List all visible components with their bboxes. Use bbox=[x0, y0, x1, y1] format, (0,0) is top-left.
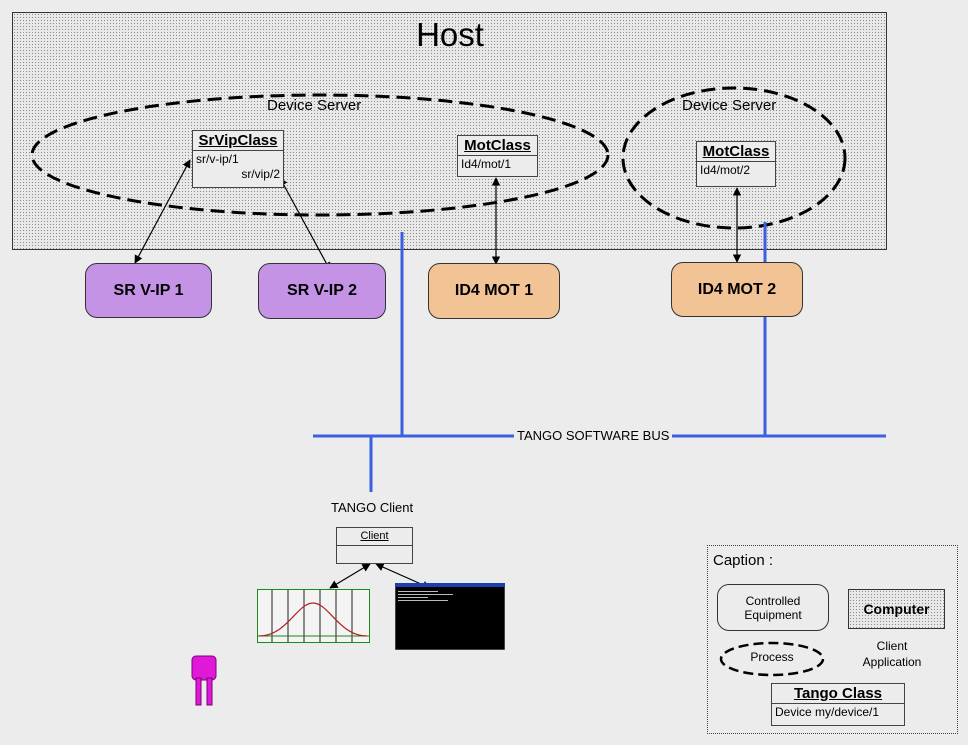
class-name: SrVipClass bbox=[193, 131, 283, 151]
caption-tango-class-box: Tango Class Device my/device/1 bbox=[771, 683, 905, 726]
equipment-sr-vip-2: SR V-IP 2 bbox=[258, 263, 386, 319]
gaussian-plot-icon bbox=[257, 589, 370, 643]
device-name: Id4/mot/1 bbox=[461, 157, 512, 171]
caption-device: Device my/device/1 bbox=[775, 705, 880, 719]
bus-label: TANGO SOFTWARE BUS bbox=[514, 428, 673, 443]
caption-tango-class: Tango Class bbox=[772, 684, 904, 704]
arrow-srvip2 bbox=[279, 177, 331, 271]
caption-process-ellipse bbox=[719, 641, 825, 677]
equipment-id4-mot-1: ID4 MOT 1 bbox=[428, 263, 560, 319]
class-name: MotClass bbox=[697, 142, 775, 162]
person-icon bbox=[191, 655, 217, 706]
class-box-srvip: SrVipClass sr/v-ip/1 sr/vip/2 bbox=[192, 130, 284, 188]
caption-computer: Computer bbox=[848, 589, 945, 629]
client-class-box: Client bbox=[336, 527, 413, 564]
arrow-srvip1 bbox=[134, 159, 191, 264]
caption-controlled-equipment: Controlled Equipment bbox=[717, 584, 829, 631]
class-box-mot1: MotClass Id4/mot/1 bbox=[457, 135, 538, 177]
equipment-id4-mot-2: ID4 MOT 2 bbox=[671, 262, 803, 317]
device-name: sr/vip/2 bbox=[241, 167, 280, 181]
device-name: sr/v-ip/1 bbox=[196, 152, 239, 166]
device-server-ellipse-2 bbox=[621, 86, 847, 230]
device-name: Id4/mot/2 bbox=[700, 163, 751, 177]
equipment-sr-vip-1: SR V-IP 1 bbox=[85, 263, 212, 318]
class-name: MotClass bbox=[458, 136, 537, 156]
caption-box bbox=[707, 545, 958, 734]
class-box-mot2: MotClass Id4/mot/2 bbox=[696, 141, 776, 187]
caption-client-application: Client Application bbox=[862, 639, 922, 669]
caption-process: Process bbox=[750, 650, 794, 664]
caption-title: Caption : bbox=[713, 552, 774, 569]
device-server-label-1: Device Server bbox=[267, 97, 362, 114]
arrow-client-plot bbox=[329, 563, 371, 589]
client-class-name: Client bbox=[337, 528, 412, 546]
host-title: Host bbox=[416, 16, 484, 53]
terminal-icon bbox=[395, 583, 505, 650]
device-server-label-2: Device Server bbox=[682, 97, 777, 114]
client-title: TANGO Client bbox=[331, 500, 414, 515]
